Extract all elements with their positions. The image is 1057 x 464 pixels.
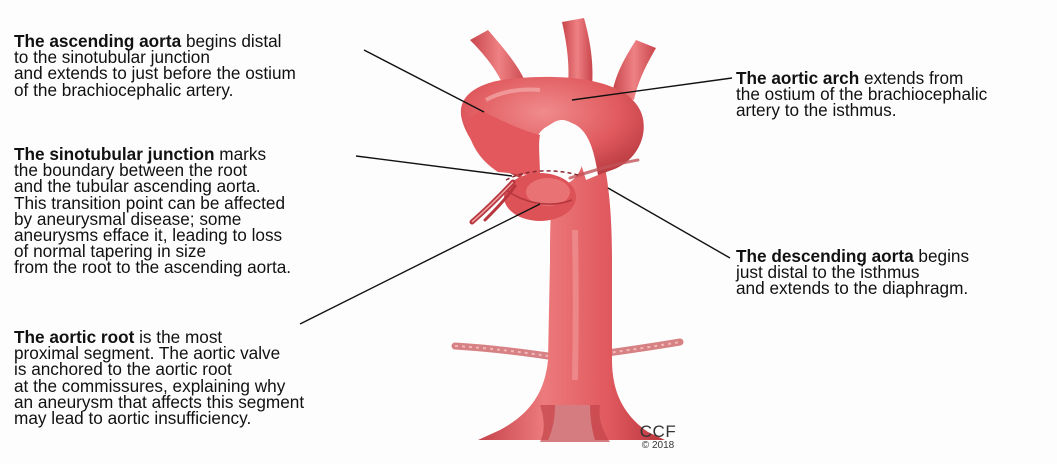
label-arch-line: artery to the isthmus. [736,102,987,118]
label-descending-line: begins [918,246,969,266]
descending-aorta [478,140,665,440]
leader-descending [608,188,730,258]
label-ascending-line: of the brachiocephalic artery. [14,82,296,98]
label-descending-aorta: The descending aorta begins just distal … [736,248,969,297]
credit-name: CCF [630,424,686,440]
label-aortic-arch: The aortic arch extends from the ostium … [736,70,987,119]
label-sinotubular-junction: The sinotubular junction marks the bound… [14,146,291,276]
aortic-root [504,173,576,221]
label-aortic-root: The aortic root is the most proximal seg… [14,329,304,426]
label-ascending-aorta: The ascending aorta begins distal to the… [14,33,296,98]
label-root-line: may lead to aortic insufficiency. [14,410,304,426]
label-sinotubular-line: from the root to the ascending aorta. [14,259,291,275]
label-descending-line: and extends to the diaphragm. [736,280,969,296]
credit-year: © 2018 [630,440,686,451]
descending-highlight [575,230,576,380]
leader-ascending [364,50,484,112]
copyright-credit: CCF © 2018 [630,424,686,451]
lower-aorta-shading [540,405,610,442]
leader-root [300,204,540,324]
